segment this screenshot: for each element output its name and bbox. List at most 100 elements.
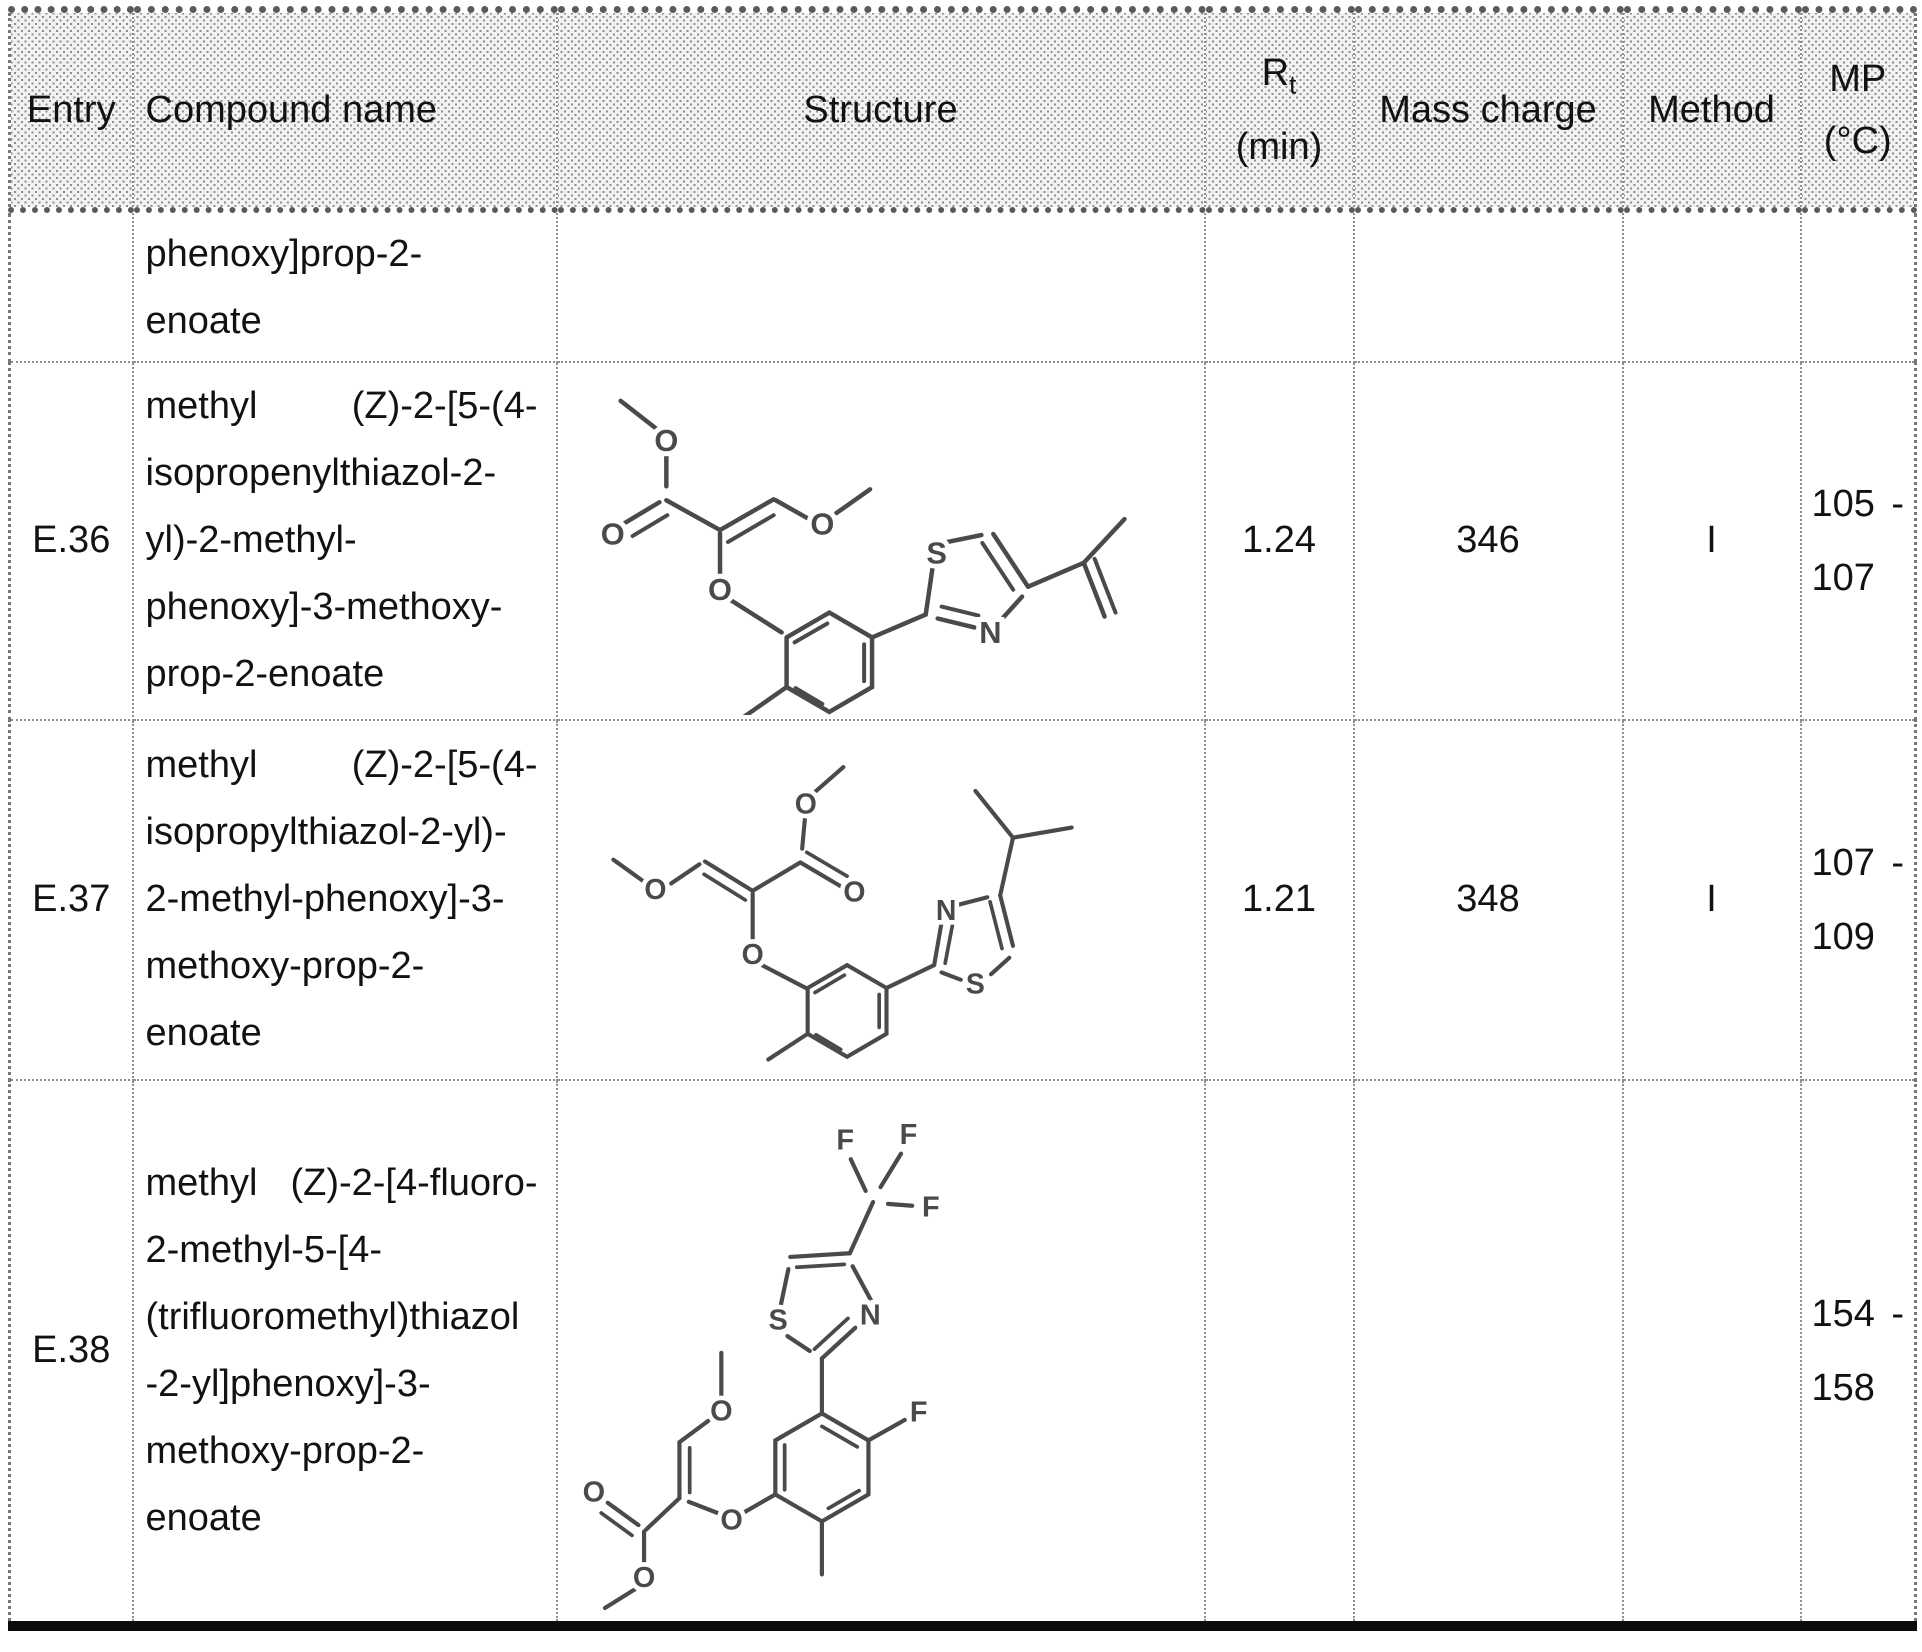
oxygen-label: O: [582, 1476, 604, 1508]
cell-rt-e38: [1203, 1078, 1355, 1631]
col-header-structure: Structure: [555, 6, 1206, 213]
structure-drawing-e36: O O O O S N: [595, 398, 1127, 715]
oxygen-label: O: [794, 788, 816, 820]
mp-line: 154-: [1811, 1292, 1905, 1335]
oxygen-label: O: [644, 873, 666, 905]
col-header-rt: Rt (min): [1203, 6, 1355, 213]
col-header-method: Method: [1621, 6, 1802, 213]
oxygen-label: O: [810, 506, 834, 541]
col-header-rt-unit: (min): [1235, 125, 1323, 168]
col-header-mp-unit: (°C): [1823, 119, 1892, 162]
name-line: isopropylthiazol-2-yl)-: [145, 811, 507, 853]
cell-method-e37: I: [1621, 718, 1802, 1081]
cell-structure-e36: O O O O S N: [555, 360, 1206, 721]
name-line: -2-yl]phenoxy]-3-: [145, 1362, 431, 1405]
cell-structure-e37: O O O O N S: [555, 718, 1206, 1081]
table-row-e36: E.36 methyl(Z)-2-[5-(4- isopropenylthiaz…: [8, 360, 1917, 721]
col-header-compound-name: Compound name: [131, 6, 558, 213]
cell-mass-cont: [1352, 208, 1624, 363]
name-line: yl)-2-methyl-: [145, 519, 357, 561]
structure-drawing-e38: F F F S N F O O O O: [577, 1114, 944, 1610]
fluorine-label: F: [922, 1191, 940, 1223]
cell-method-e38: [1621, 1078, 1802, 1631]
cell-structure-cont: [555, 208, 1206, 363]
name-line: 2-methyl-phenoxy]-3-: [145, 878, 505, 920]
cell-entry-cont: [8, 208, 134, 363]
cell-entry-e37: E.37: [8, 718, 134, 1081]
oxygen-label: O: [720, 1504, 742, 1536]
compound-table: Entry Compound name Structure Rt (min) M…: [8, 6, 1917, 1631]
col-header-mp: MP (°C): [1799, 6, 1917, 213]
mp-line: 107: [1811, 556, 1875, 599]
name-line: prop-2-enoate: [145, 653, 385, 695]
name-line: phenoxy]-3-methoxy-: [145, 586, 503, 628]
cell-rt-e37: 1.21: [1203, 718, 1355, 1081]
name-line: (trifluoromethyl)thiazol: [145, 1295, 520, 1338]
name-line: 2-methyl-5-[4-: [145, 1228, 383, 1271]
name-line: enoate: [145, 1496, 262, 1539]
sulfur-label: S: [768, 1304, 787, 1336]
structure-drawing-e37: O O O O N S: [610, 764, 1074, 1062]
header-row: Entry Compound name Structure Rt (min) M…: [8, 6, 1917, 213]
rt-subscript: t: [1289, 69, 1297, 100]
cell-mass-e38: [1352, 1078, 1624, 1631]
cell-name-e37: methyl(Z)-2-[5-(4- isopropylthiazol-2-yl…: [131, 718, 558, 1081]
cell-mass-e37: 348: [1352, 718, 1624, 1081]
cell-method-cont: [1621, 208, 1802, 363]
name-line: enoate: [145, 299, 262, 342]
fluorine-label: F: [836, 1124, 854, 1156]
col-header-entry-label: Entry: [26, 88, 116, 131]
bonds-e38: [598, 1151, 914, 1610]
oxygen-label: O: [710, 1395, 732, 1427]
table-row-e38: E.38 methyl(Z)-2-[4-fluoro- 2-methyl-5-[…: [8, 1078, 1917, 1631]
col-header-entry: Entry: [8, 6, 134, 213]
cell-mp-e38: 154- 158: [1799, 1078, 1917, 1631]
oxygen-label: O: [632, 1562, 654, 1594]
fluorine-label: F: [909, 1396, 927, 1428]
sulfur-label: S: [965, 968, 984, 1000]
oxygen-label: O: [843, 876, 865, 908]
col-header-mass-charge-label: Mass charge: [1379, 88, 1597, 131]
name-line: methoxy-prop-2-: [145, 945, 425, 987]
mp-line: 105-: [1811, 482, 1905, 525]
col-header-structure-label: Structure: [803, 88, 958, 131]
cell-entry-e38: E.38: [8, 1078, 134, 1631]
mp-line: 158: [1811, 1366, 1875, 1409]
name-line: phenoxy]prop-2-: [145, 232, 423, 275]
name-line: methyl(Z)-2-[5-(4-: [145, 385, 538, 427]
oxygen-label: O: [741, 939, 763, 971]
cell-mp-e36: 105- 107: [1799, 360, 1917, 721]
atom-labels-e36: O O O O S N: [595, 418, 1006, 655]
rt-symbol: R: [1261, 51, 1290, 94]
nitrogen-label: N: [859, 1299, 880, 1331]
cell-name-e36: methyl(Z)-2-[5-(4- isopropenylthiazol-2-…: [131, 360, 558, 721]
cell-mp-e37: 107- 109: [1799, 718, 1917, 1081]
bonds-e36: [617, 398, 1127, 715]
col-header-mp-label: MP: [1829, 57, 1887, 100]
nitrogen-label: N: [935, 895, 956, 927]
col-header-mass-charge: Mass charge: [1352, 6, 1624, 213]
oxygen-label: O: [600, 516, 624, 551]
mp-line: 109: [1811, 915, 1875, 958]
sulfur-label: S: [926, 535, 947, 570]
cell-entry-e36: E.36: [8, 360, 134, 721]
col-header-compound-name-label: Compound name: [145, 88, 438, 131]
name-line: methyl(Z)-2-[4-fluoro-: [145, 1161, 538, 1204]
fluorine-label: F: [899, 1119, 917, 1151]
oxygen-label: O: [654, 423, 678, 458]
name-line: isopropenylthiazol-2-: [145, 452, 497, 494]
cell-name-cont: phenoxy]prop-2- enoate: [131, 208, 558, 363]
cell-mp-cont: [1799, 208, 1917, 363]
col-header-method-label: Method: [1648, 88, 1775, 131]
cell-method-e36: I: [1621, 360, 1802, 721]
oxygen-label: O: [708, 572, 732, 607]
col-header-rt-label: Rt: [1207, 42, 1352, 116]
name-line: methyl(Z)-2-[5-(4-: [145, 744, 538, 786]
table-row-continuation: phenoxy]prop-2- enoate: [8, 208, 1917, 363]
mp-line: 107-: [1811, 841, 1905, 884]
cell-mass-e36: 346: [1352, 360, 1624, 721]
name-line: methoxy-prop-2-: [145, 1429, 425, 1472]
bonds-e37: [610, 764, 1074, 1062]
cell-name-e38: methyl(Z)-2-[4-fluoro- 2-methyl-5-[4- (t…: [131, 1078, 558, 1631]
